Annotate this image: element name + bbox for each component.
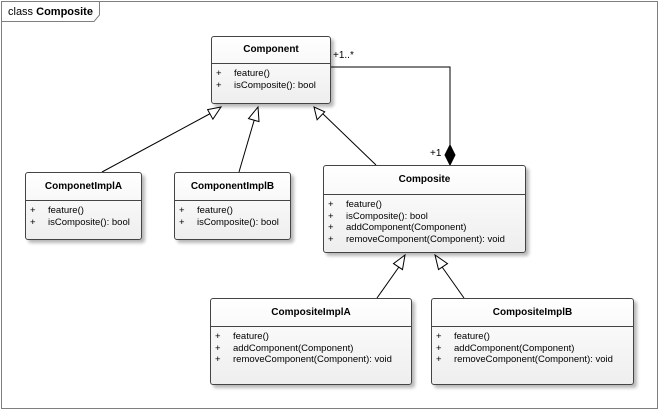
operation: + addComponent(Component) (328, 222, 525, 234)
operation-signature: isComposite(): bool (197, 216, 279, 228)
operation: + isComposite(): bool (216, 80, 330, 92)
class-composite[interactable]: Composite + feature() + isComposite(): boo… (323, 165, 526, 253)
generalization-componetimpla-arrowhead (206, 106, 223, 121)
class-componentimplb-operations: + feature() + isComposite(): bool (175, 201, 290, 228)
class-componetimpla-name: ComponetImplA (44, 181, 123, 192)
class-componetimpla-separator (26, 200, 141, 201)
operation-signature: feature() (197, 205, 233, 216)
operation: + addComponent(Component) (436, 343, 633, 355)
visibility-marker: + (179, 205, 185, 216)
generalization-compositeimplb-arrowhead (434, 253, 449, 271)
operation: + removeComponent(Component): void (215, 354, 411, 366)
class-composite-operations: + feature() + isComposite(): bool + addComp… (324, 195, 525, 245)
visibility-marker: + (436, 354, 442, 365)
operation-signature: feature() (234, 68, 270, 79)
class-composite-name: Composite (398, 174, 451, 185)
operation-signature: feature() (48, 205, 84, 216)
visibility-marker: + (215, 342, 221, 354)
class-componetimpla-operations: + feature() + isComposite(): bool (26, 201, 141, 228)
composition-line (330, 66, 451, 145)
operation-signature: isComposite(): bool (346, 210, 428, 222)
visibility-marker: + (216, 68, 222, 79)
operation-signature: isComposite(): bool (234, 79, 316, 91)
operation: + feature() (328, 199, 525, 211)
operation-signature: addComponent(Component) (454, 342, 575, 354)
operation: + feature() (436, 331, 633, 343)
operation: + feature() (30, 205, 141, 217)
visibility-marker: + (436, 342, 442, 354)
visibility-marker: + (215, 331, 221, 342)
composition-diamond (444, 143, 456, 167)
class-compositeimpla-name: CompositeImplA (271, 307, 351, 318)
operation-signature: isComposite(): bool (48, 216, 130, 228)
operation: + feature() (179, 205, 290, 217)
class-component[interactable]: Component + feature() + isComposite(): boo… (211, 36, 331, 104)
frame-title: Composite (36, 6, 93, 18)
class-compositeimpla[interactable]: CompositeImplA + feature() + addComponent(… (210, 298, 412, 385)
visibility-marker: + (179, 216, 185, 228)
operation-signature: removeComponent(Component): void (233, 354, 392, 365)
visibility-marker: + (216, 79, 222, 91)
class-compositeimplb[interactable]: CompositeImplB + feature() + addComponent(… (431, 298, 634, 385)
visibility-marker: + (328, 199, 334, 210)
class-compositeimplb-name: CompositeImplB (492, 307, 573, 318)
class-component-name: Component (243, 44, 299, 55)
operation: + isComposite(): bool (30, 217, 141, 229)
operation-signature: removeComponent(Component): void (454, 354, 613, 365)
operation: + feature() (215, 331, 411, 343)
class-component-operations: + feature() + isComposite(): bool (212, 64, 330, 91)
generalization-composite-arrowhead (313, 106, 326, 121)
class-composite-separator (324, 194, 525, 195)
operation: + removeComponent(Component): void (328, 234, 525, 246)
generalization-compositeimpla-arrowhead (392, 253, 406, 271)
generalization-compositeimpla-line (376, 263, 402, 299)
generalization-componetimpla-line (101, 110, 216, 173)
visibility-marker: + (436, 331, 442, 342)
class-component-separator (212, 63, 330, 64)
visibility-marker: + (30, 216, 36, 228)
operation-signature: feature() (346, 199, 382, 210)
operation-signature: removeComponent(Component): void (346, 233, 505, 245)
class-compositeimplb-operations: + feature() + addComponent(Component) + rem… (432, 327, 633, 366)
class-componetimpla[interactable]: ComponetImplA + feature() + isComposite():… (25, 172, 142, 240)
operation-signature: addComponent(Component) (346, 222, 467, 233)
class-compositeimplb-separator (432, 326, 633, 327)
generalization-compositeimplb-line (439, 263, 465, 299)
operation: + feature() (216, 68, 330, 80)
operation: + removeComponent(Component): void (436, 354, 633, 366)
operation: + isComposite(): bool (179, 217, 290, 229)
frame-keyword: class (8, 6, 34, 18)
generalization-componentimplb-arrowhead (247, 105, 260, 123)
generalization-composite-line (320, 111, 377, 166)
operation-signature: feature() (454, 331, 490, 342)
visibility-marker: + (328, 210, 334, 222)
frame-label: class Composite (8, 6, 93, 18)
multiplicity-target: +1 (430, 148, 442, 159)
class-compositeimpla-operations: + feature() + addComponent(Component) + rem… (211, 327, 411, 366)
class-componentimplb[interactable]: ComponentImplB + feature() + isComposite()… (174, 172, 291, 240)
generalization-componentimplb-line (238, 113, 257, 173)
class-componentimplb-separator (175, 200, 290, 201)
visibility-marker: + (328, 222, 334, 233)
visibility-marker: + (30, 205, 36, 216)
frame-tab-outline (2, 2, 100, 22)
operation-signature: addComponent(Component) (233, 342, 354, 354)
operation-signature: feature() (233, 331, 269, 342)
class-componentimplb-name: ComponentImplB (190, 181, 275, 192)
visibility-marker: + (328, 233, 334, 245)
class-compositeimpla-separator (211, 326, 411, 327)
multiplicity-source: +1..* (333, 50, 354, 61)
operation: + isComposite(): bool (328, 211, 525, 223)
visibility-marker: + (215, 354, 221, 365)
operation: + addComponent(Component) (215, 343, 411, 355)
